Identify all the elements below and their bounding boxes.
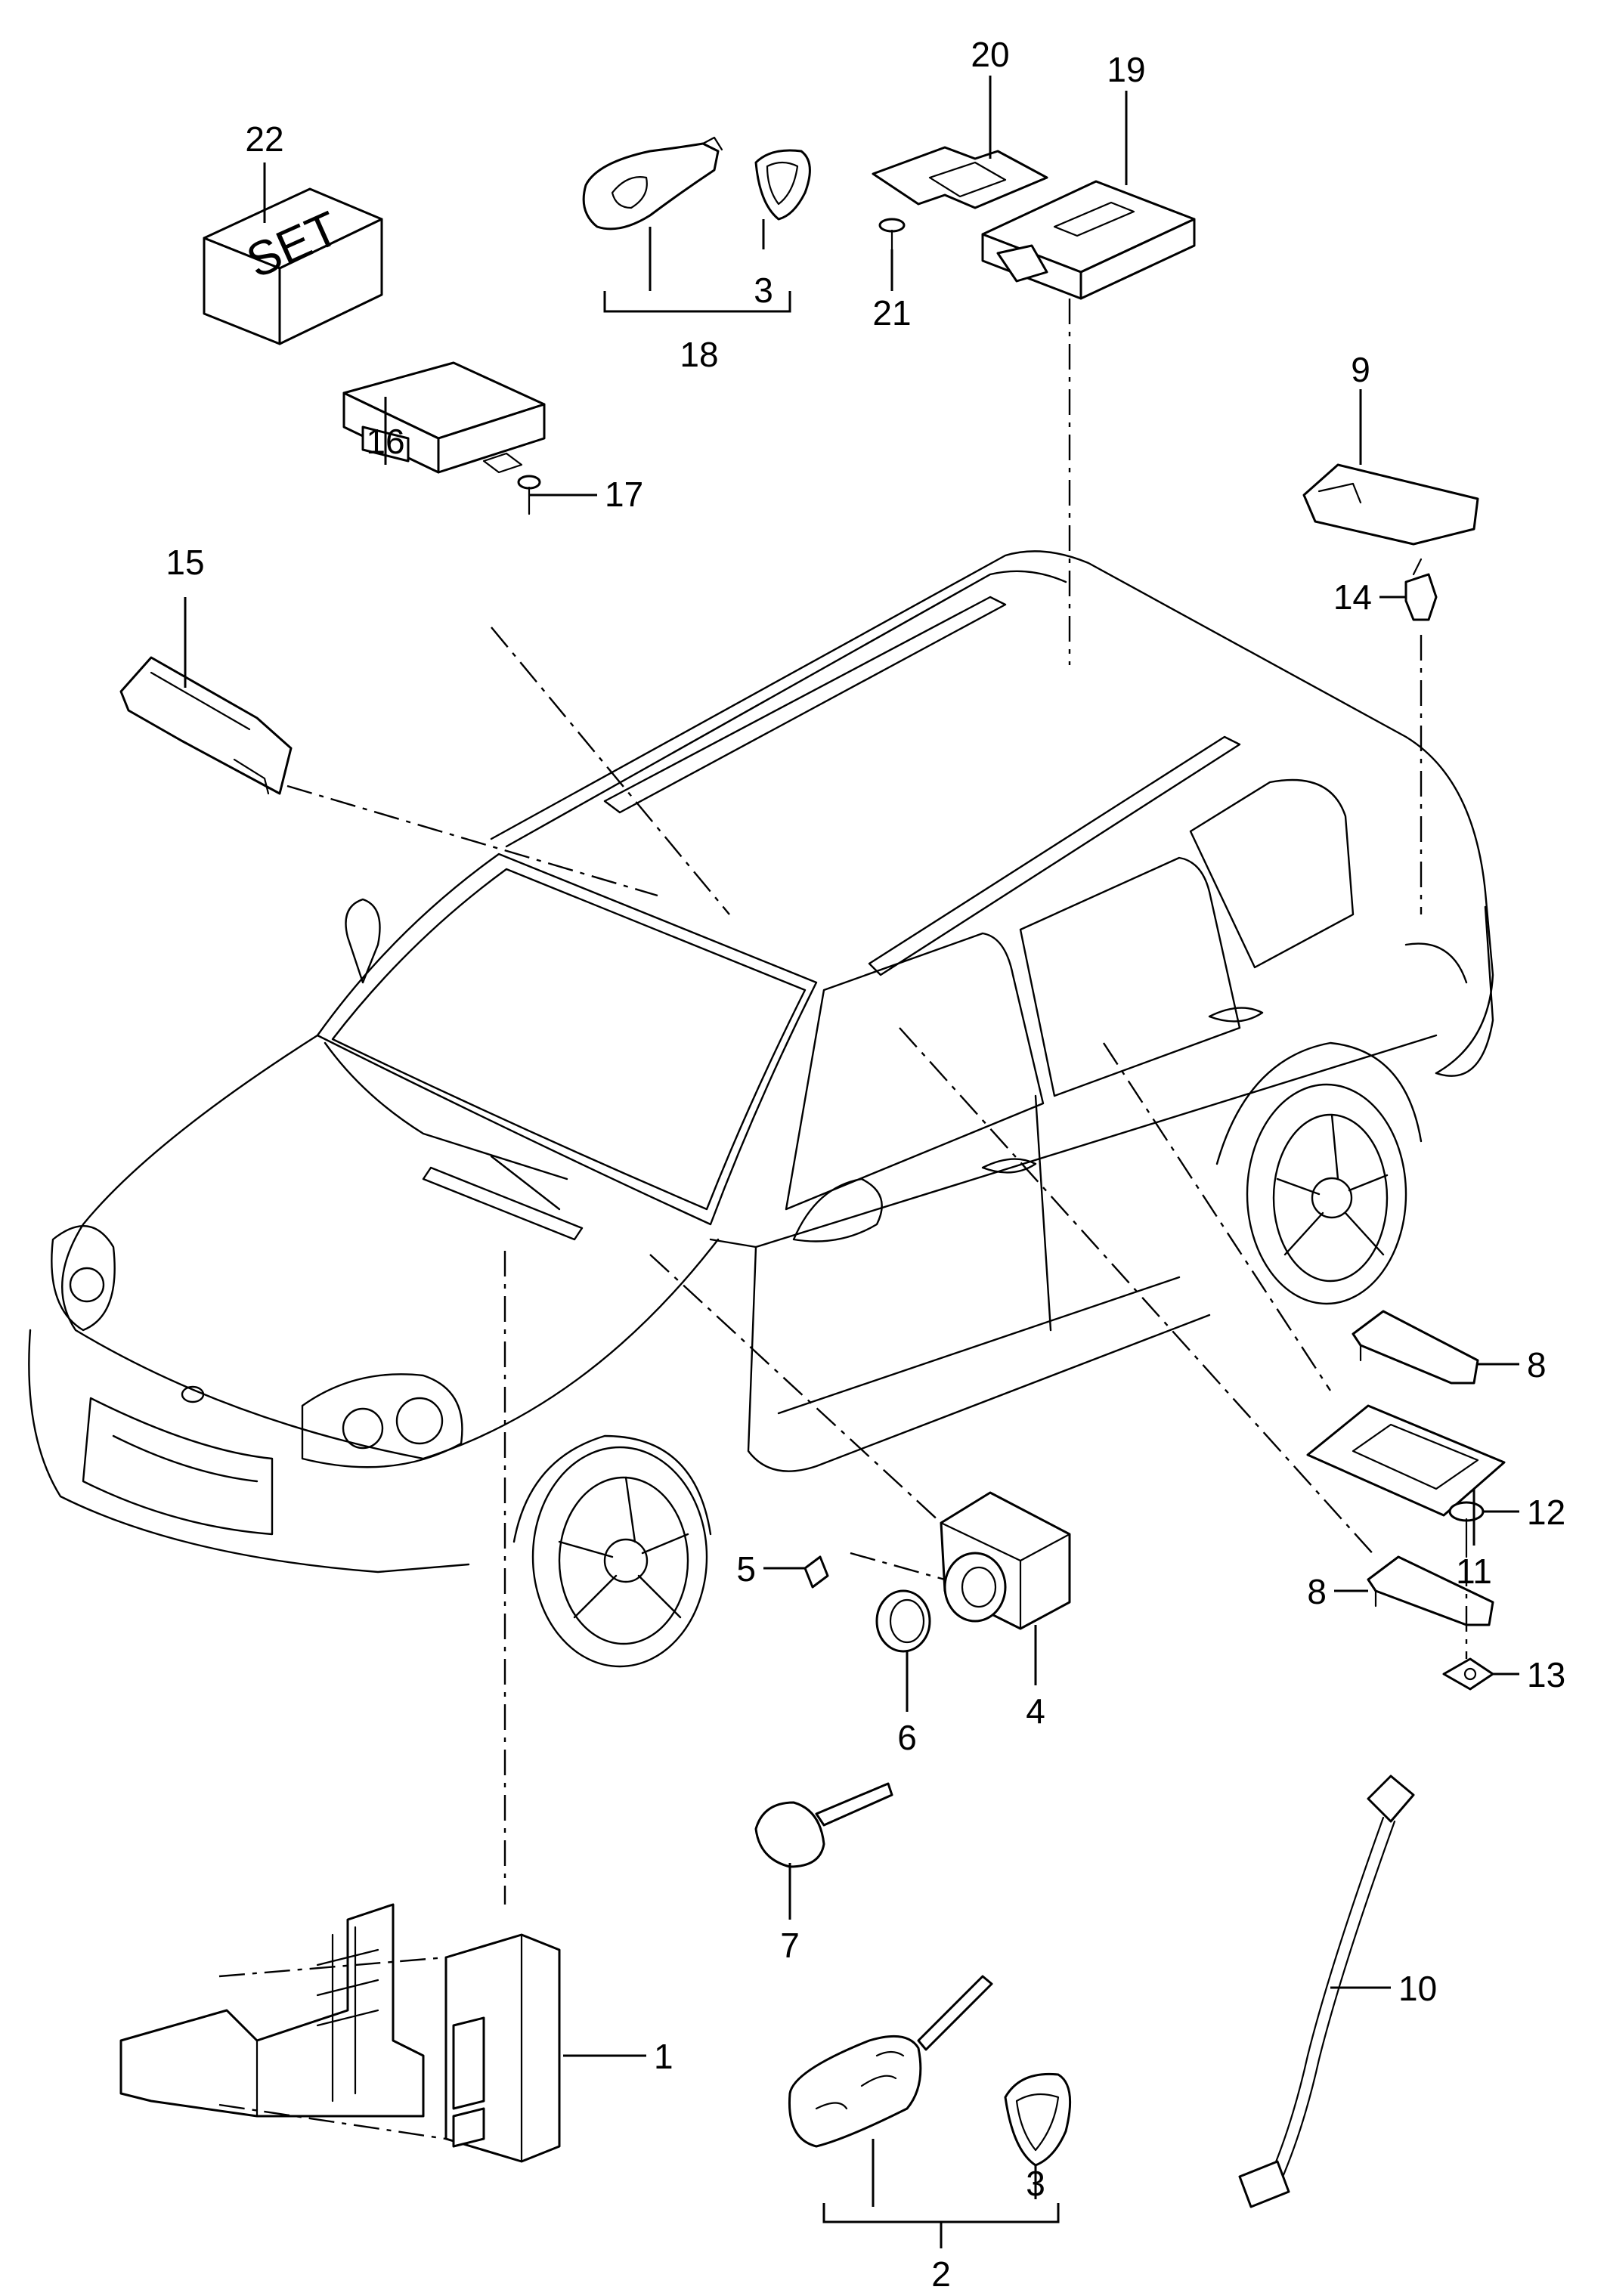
part-1-control-unit — [119, 1903, 561, 2163]
part-5-spring — [804, 1555, 829, 1589]
part-10-cable — [1238, 1775, 1415, 2208]
callout-1: 1 — [654, 2037, 673, 2076]
part-8-sensor-lower — [1367, 1555, 1494, 1626]
part-15-sensor — [119, 656, 293, 795]
part-9-antenna — [1302, 463, 1479, 546]
callout-22: 22 — [245, 119, 283, 159]
leader-lines — [184, 76, 1519, 2248]
callout-2: 2 — [931, 2254, 951, 2294]
part-3-badge-top — [754, 149, 811, 221]
part-7-key — [754, 1782, 893, 1868]
callout-labels: 22 3 18 20 19 21 16 17 15 9 14 8 11 12 8… — [166, 35, 1565, 2294]
part-12-screw — [1448, 1501, 1485, 1558]
callout-11: 11 — [1456, 1552, 1492, 1591]
part-18-remote-key — [582, 136, 723, 231]
part-8-sensor-upper — [1352, 1310, 1479, 1385]
callout-13: 13 — [1527, 1655, 1565, 1694]
part-6-ring — [875, 1589, 931, 1653]
part-22-set-box: SET — [203, 187, 383, 345]
part-11-pad — [1306, 1404, 1506, 1517]
callout-10: 10 — [1398, 1969, 1437, 2008]
part-14-clip — [1404, 558, 1438, 621]
callout-15: 15 — [166, 543, 204, 582]
part-20-bracket — [872, 146, 1048, 209]
vehicle-outline — [28, 550, 1494, 1668]
callout-9: 9 — [1351, 350, 1370, 389]
callout-12: 12 — [1527, 1493, 1565, 1532]
connector-lines — [218, 299, 1468, 2140]
part-3-badge-bottom — [1004, 2072, 1072, 2167]
callout-8-lower: 8 — [1307, 1572, 1327, 1611]
callout-3-bottom: 3 — [1026, 2164, 1045, 2203]
callout-8-upper: 8 — [1527, 1345, 1547, 1385]
callout-14: 14 — [1333, 577, 1372, 617]
part-17-screw — [517, 475, 541, 515]
callout-6: 6 — [897, 1718, 917, 1757]
callout-16: 16 — [366, 422, 404, 461]
part-2-folding-key — [788, 1975, 993, 2148]
callout-19: 19 — [1107, 50, 1145, 89]
callout-3-top: 3 — [754, 271, 773, 310]
callout-17: 17 — [605, 475, 643, 514]
part-21-screw — [878, 218, 906, 251]
callout-21: 21 — [872, 293, 911, 333]
callout-20: 20 — [971, 35, 1009, 74]
part-19-module — [981, 180, 1196, 300]
part-4-ignition-lock — [940, 1491, 1071, 1630]
callout-4: 4 — [1026, 1691, 1045, 1731]
callout-7: 7 — [780, 1926, 800, 1965]
callout-18: 18 — [680, 335, 718, 374]
callout-5: 5 — [736, 1549, 756, 1589]
part-13-clip-nut — [1442, 1657, 1494, 1691]
